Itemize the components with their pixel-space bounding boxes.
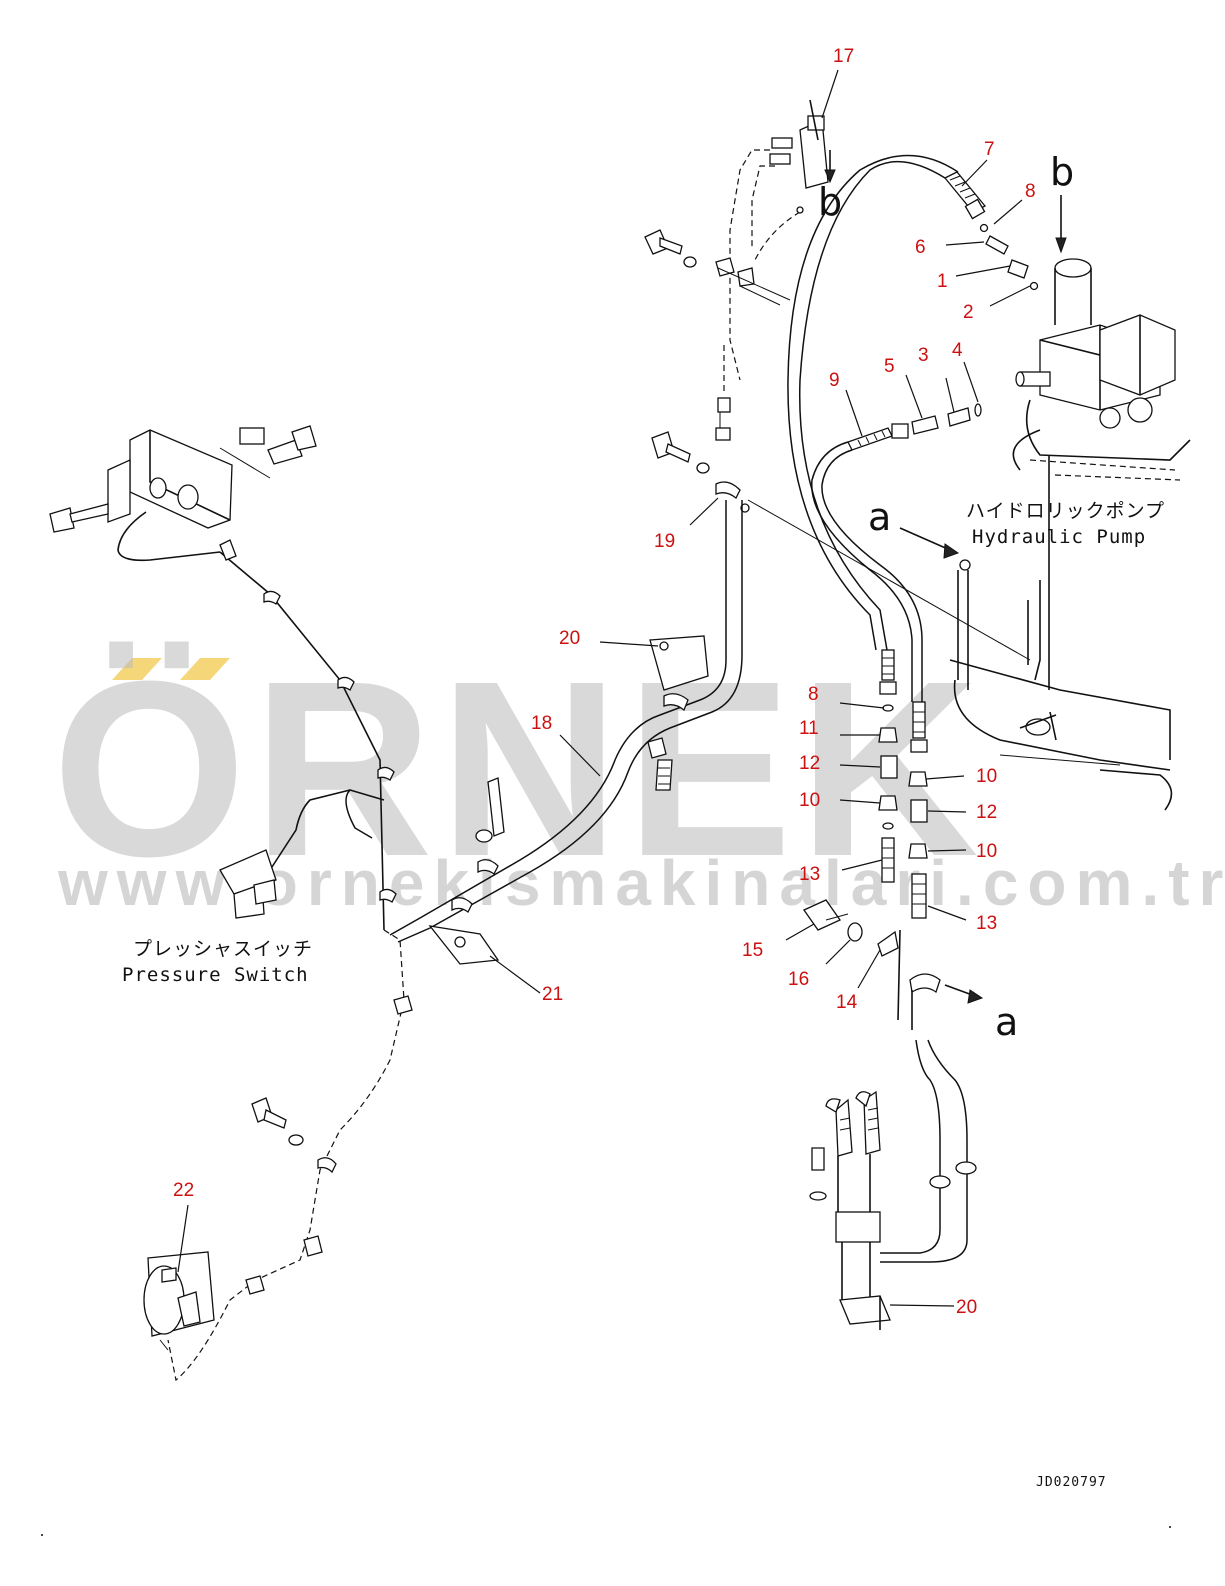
hydraulic-pump-label-jp: ハイドロリックポンプ	[966, 500, 1165, 522]
callout-6: 6	[915, 237, 926, 258]
callout-4: 4	[952, 340, 963, 361]
callout-3: 3	[918, 345, 929, 366]
pressure-switch-label-jp: プレッシャスイッチ	[133, 938, 313, 960]
pressure-switch-assembly	[49, 425, 405, 1382]
watermark-accent-right	[180, 658, 230, 680]
clamp-21	[428, 777, 505, 965]
view-marker-a-upper: a	[868, 495, 891, 539]
hoses-lower	[809, 1039, 977, 1330]
watermark-accent-left	[112, 658, 162, 680]
leader-lines	[177, 69, 1031, 1307]
hydraulic-pump-label-en: Hydraulic Pump	[972, 526, 1146, 548]
right-fitting-stack	[908, 701, 928, 919]
callout-2: 2	[963, 302, 974, 323]
callout-7: 7	[984, 139, 995, 160]
callout-1: 1	[937, 271, 948, 292]
callout-8-mid: 8	[808, 684, 819, 705]
view-marker-b-top: b	[818, 180, 842, 224]
view-marker-b-pump: b	[1050, 150, 1074, 194]
callout-17: 17	[833, 46, 854, 67]
callout-19: 19	[654, 531, 675, 552]
callout-10-right-1: 10	[976, 766, 997, 787]
callout-21: 21	[542, 984, 563, 1005]
callout-20-top: 20	[559, 628, 580, 649]
callout-8-top: 8	[1025, 181, 1036, 202]
view-marker-a-lower: a	[995, 1000, 1018, 1044]
callout-5: 5	[884, 356, 895, 377]
callout-22: 22	[173, 1180, 194, 1201]
clamp-upper	[644, 229, 791, 306]
corner-dot-right	[1169, 1526, 1171, 1528]
hose-18	[389, 500, 743, 943]
callout-14: 14	[836, 992, 858, 1013]
callout-10-left: 10	[799, 790, 820, 811]
clamp-assembly-14	[803, 899, 941, 1030]
callout-12-right: 12	[976, 802, 997, 823]
pump-fittings	[847, 171, 1039, 451]
callout-11: 11	[799, 718, 819, 739]
hose-17-assembly	[729, 99, 836, 381]
callout-13-right: 13	[976, 913, 997, 934]
callout-9: 9	[829, 370, 840, 391]
callout-18: 18	[531, 713, 552, 734]
callouts: 17 7 8 6 1 2 3 4 5 9 19 20 18 8 11 12 10…	[173, 46, 1036, 1318]
watermark-brand: ÖRNEK	[52, 629, 985, 908]
callout-13-left: 13	[799, 864, 820, 885]
pressure-switch-label-en: Pressure Switch	[122, 964, 309, 986]
left-fitting-stack	[878, 649, 898, 883]
callout-16: 16	[788, 969, 809, 990]
corner-dot-left	[41, 1534, 43, 1536]
drawing-code: JD020797	[1036, 1475, 1107, 1490]
callout-12-left: 12	[799, 753, 820, 774]
part-22-assembly	[143, 995, 413, 1351]
callout-20-bottom: 20	[956, 1297, 977, 1318]
callout-10-right-2: 10	[976, 841, 997, 862]
callout-15: 15	[742, 940, 763, 961]
clamp-19	[651, 345, 1031, 661]
hydraulic-pump	[949, 258, 1191, 811]
